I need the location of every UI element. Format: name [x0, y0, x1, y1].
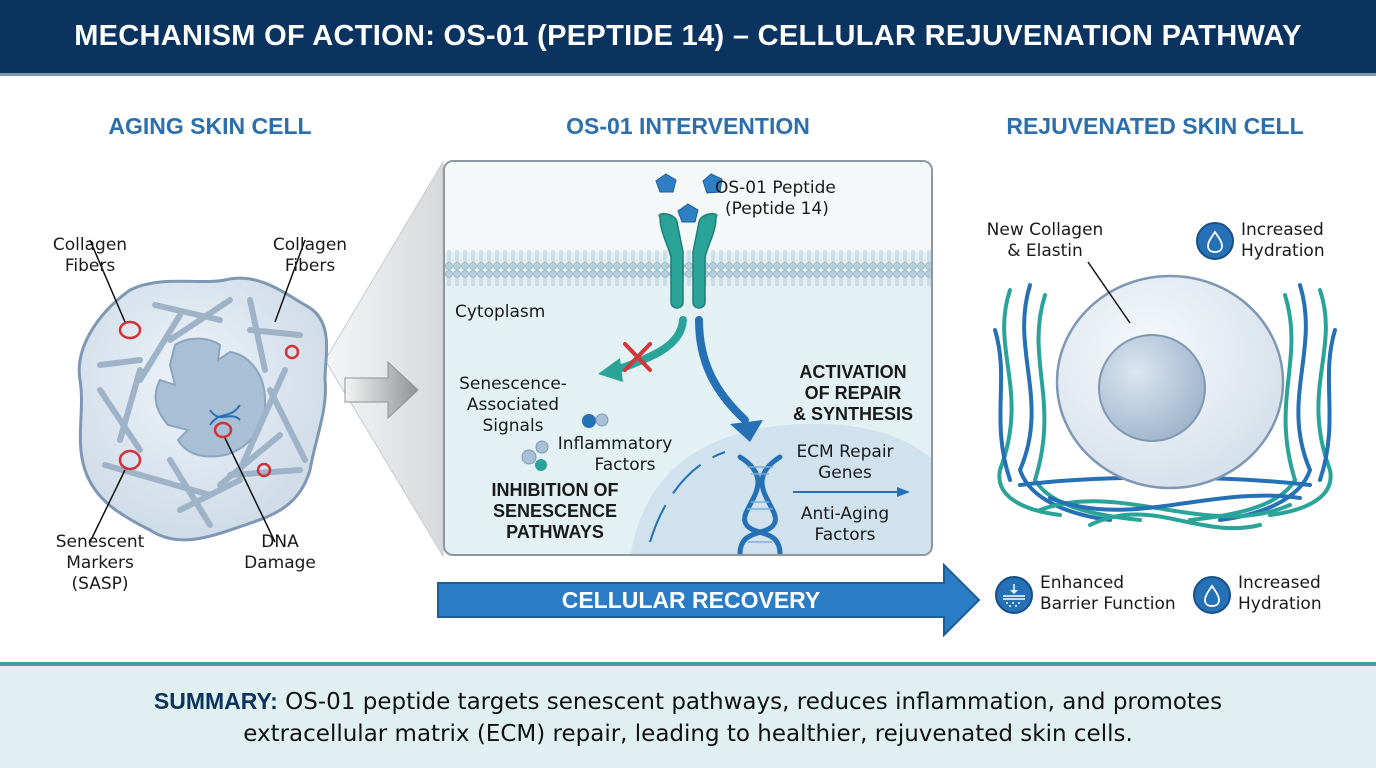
label-collagen-fibers-left: Collagen Fibers	[40, 235, 140, 277]
damaged-nucleus	[154, 337, 267, 458]
label-line: Enhanced	[1040, 573, 1125, 593]
label-cytoplasm: Cytoplasm	[455, 302, 546, 322]
label-line: Increased	[1238, 573, 1321, 593]
synthesis-arrow	[793, 487, 910, 497]
water-drop-icon	[1193, 576, 1231, 614]
label-line: SENESCENCE	[492, 501, 618, 521]
label-line: & SYNTHESIS	[792, 404, 914, 424]
summary-text-1: OS-01 peptide targets senescent pathways…	[285, 688, 1223, 715]
summary-line-1: SUMMARY: OS-01 peptide targets senescent…	[68, 685, 1308, 718]
signal-dots	[521, 413, 609, 471]
intervention-illustration	[445, 162, 931, 554]
label-dna-damage: DNA Damage	[225, 532, 335, 574]
label-line: Barrier Function	[1040, 594, 1176, 614]
label-line: Hydration	[1241, 241, 1325, 261]
aging-skin-cell	[77, 239, 329, 543]
aging-leader-lines	[89, 239, 306, 543]
inhibit-x-icon	[623, 342, 652, 372]
label-line: Factors	[814, 525, 876, 545]
cellular-recovery-arrow: CELLULAR RECOVERY	[436, 562, 981, 638]
label-senescence-signals: Senescence- Associated Signals	[453, 374, 573, 437]
cell-membrane-bilayer	[445, 250, 931, 286]
label-new-collagen-elastin: New Collagen & Elastin	[970, 220, 1120, 262]
label-line: INHIBITION OF	[491, 480, 619, 500]
label-line: Damage	[244, 553, 316, 573]
label-line: DNA	[261, 532, 299, 552]
label-line: Senescent	[55, 532, 145, 552]
nucleus-region	[630, 423, 931, 554]
label-line: Hydration	[1238, 594, 1322, 614]
page-title: MECHANISM OF ACTION: OS-01 (PEPTIDE 14) …	[74, 20, 1302, 52]
summary-lead: SUMMARY:	[153, 687, 278, 714]
label-line: Signals	[482, 416, 544, 436]
label-line: Fibers	[64, 256, 116, 276]
section-title-intervention: OS-01 INTERVENTION	[566, 113, 810, 139]
label-enhanced-barrier: Enhanced Barrier Function	[1040, 573, 1176, 615]
label-increased-hydration-bottom: Increased Hydration	[1238, 573, 1322, 615]
collagen-elastin-fibers	[993, 283, 1337, 531]
label-line: Markers	[66, 553, 134, 573]
label-line: New Collagen	[986, 220, 1104, 240]
label-line: Genes	[818, 463, 872, 483]
barrier-shield-icon	[995, 576, 1033, 614]
peptide-icons	[655, 173, 723, 223]
label-line: Fibers	[284, 256, 336, 276]
label-line: & Elastin	[1007, 241, 1083, 261]
magnify-arrow-icon	[344, 360, 419, 420]
label-senescent-markers: Senescent Markers (SASP)	[40, 532, 160, 595]
label-peptide: OS-01 Peptide (Peptide 14)	[715, 178, 836, 220]
label-line: Collagen	[272, 235, 348, 255]
label-activation: ACTIVATION OF REPAIR & SYNTHESIS	[783, 362, 923, 425]
receptor-icon	[658, 212, 718, 309]
summary-line-2: extracellular matrix (ECM) repair, leadi…	[243, 720, 1133, 747]
label-line: Increased	[1241, 220, 1324, 240]
label-line: (SASP)	[71, 574, 129, 594]
recovery-arrow-shape	[437, 562, 981, 638]
label-line: Senescence-	[459, 374, 567, 394]
intervention-panel: OS-01 Peptide (Peptide 14) Cytoplasm Sen…	[443, 160, 933, 556]
label-line: PATHWAYS	[506, 522, 604, 542]
senescent-markers	[118, 320, 300, 478]
dna-rungs	[747, 466, 773, 543]
label-anti-aging: Anti-Aging Factors	[785, 504, 905, 546]
water-drop-icon	[1196, 222, 1234, 260]
label-collagen-fibers-right: Collagen Fibers	[260, 235, 360, 277]
label-line: ECM Repair	[796, 442, 894, 462]
label-inhibition: INHIBITION OF SENESCENCE PATHWAYS	[475, 480, 635, 543]
leader-line-new-collagen	[1087, 261, 1131, 324]
label-ecm-repair: ECM Repair Genes	[785, 442, 905, 484]
label-line: OF REPAIR	[804, 383, 902, 403]
summary-panel: SUMMARY: OS-01 peptide targets senescent…	[0, 662, 1376, 768]
label-line: Factors	[594, 455, 656, 475]
section-title-rejuvenated: REJUVENATED SKIN CELL	[1006, 113, 1304, 139]
section-title-aging: AGING SKIN CELL	[108, 113, 312, 139]
label-inflammatory-factors: Inflammatory Factors	[550, 434, 680, 476]
label-line: Inflammatory	[557, 434, 673, 454]
healthy-nucleus	[1098, 334, 1206, 442]
label-line: Associated	[466, 395, 560, 415]
label-line: OS-01 Peptide	[715, 178, 836, 198]
label-line: Anti-Aging	[800, 504, 890, 524]
rejuvenated-skin-cell	[993, 261, 1337, 531]
label-line: (Peptide 14)	[725, 199, 829, 219]
label-increased-hydration-top: Increased Hydration	[1241, 220, 1325, 262]
dna-damage-helix	[209, 404, 241, 426]
dna-helix-icon	[737, 454, 783, 554]
activation-arrow	[695, 316, 749, 424]
header-bar: MECHANISM OF ACTION: OS-01 (PEPTIDE 14) …	[0, 0, 1376, 76]
label-line: ACTIVATION	[799, 362, 907, 382]
label-line: Collagen	[52, 235, 128, 255]
